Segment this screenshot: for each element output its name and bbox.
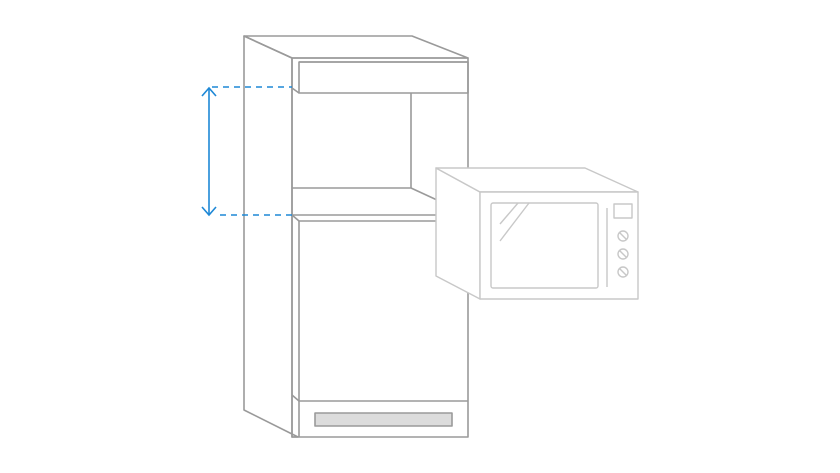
arrow-up-icon <box>201 86 217 97</box>
shelf-chamfer <box>291 214 300 222</box>
microwave-window <box>490 202 599 289</box>
cabinet-top <box>243 35 469 59</box>
tall-cabinet <box>243 35 469 438</box>
knob-icon <box>617 266 629 278</box>
niche-height-dimension <box>201 86 292 217</box>
plinth-vent <box>314 412 453 427</box>
cabinet-top-rail <box>298 61 469 94</box>
microwave-display <box>613 203 633 219</box>
arrow-down-icon <box>201 206 217 217</box>
top-rail-chamfer <box>291 87 300 94</box>
knob-icon <box>617 230 629 242</box>
plinth-chamfer <box>291 394 300 402</box>
cabinet-side-panel <box>243 35 299 438</box>
niche-shelf <box>292 187 438 201</box>
window-glare-2 <box>499 202 530 242</box>
window-glare-1 <box>499 202 519 225</box>
knob-icon <box>617 248 629 260</box>
microwave <box>435 167 639 300</box>
